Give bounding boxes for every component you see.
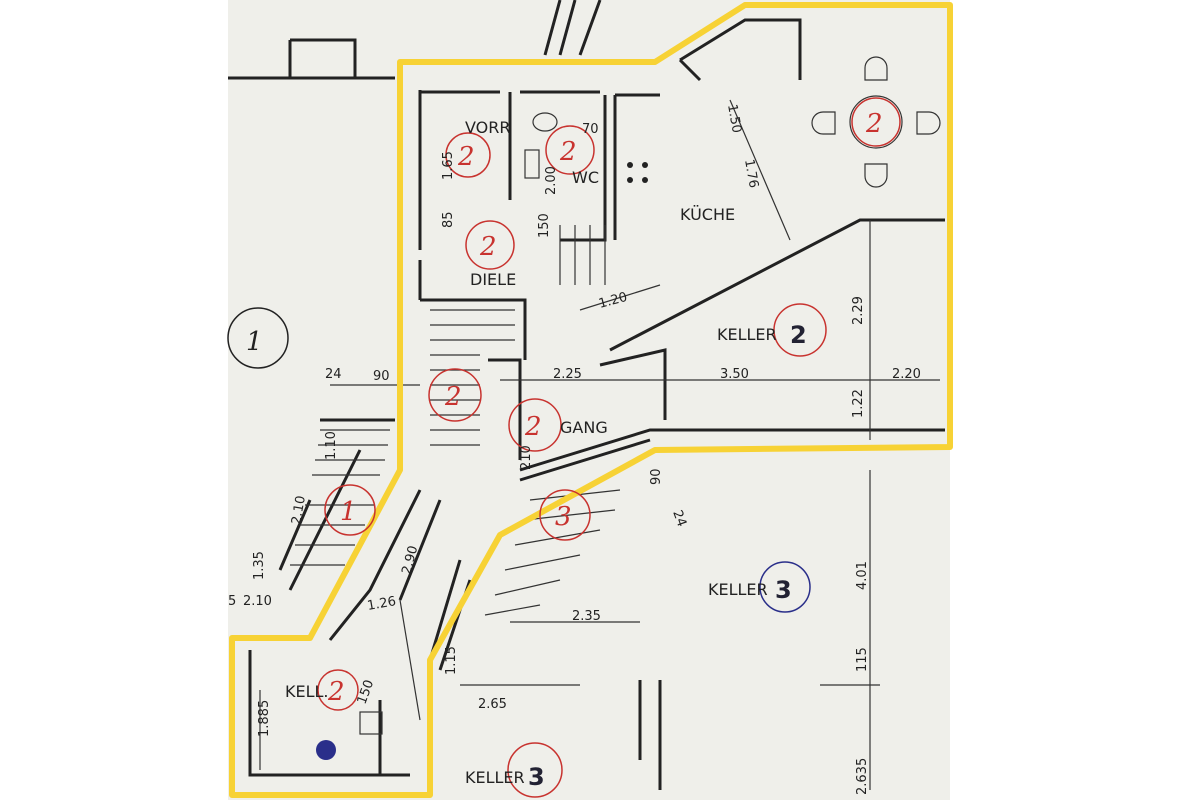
marker-vorr: 2 xyxy=(457,142,475,172)
marker-room-1: 1 xyxy=(246,327,263,357)
dimension-labels: 1.65 85 2.00 70 150 1.50 1.76 1.20 2.29 … xyxy=(228,103,921,795)
marker-diele: 2 xyxy=(479,232,497,262)
dim-label: 2.35 xyxy=(572,609,601,624)
dim-label: 115 xyxy=(855,647,870,672)
dim-label: 1.885 xyxy=(257,700,272,737)
dim-label: 2.65 xyxy=(478,697,507,712)
room-gang: GANG xyxy=(560,418,608,437)
furniture xyxy=(316,56,941,760)
dim-label: 1.50 xyxy=(724,103,744,134)
room-wc: WC xyxy=(572,168,599,187)
dim-label: 1.76 xyxy=(741,158,761,189)
dim-label: 210 xyxy=(519,445,534,470)
marker-keller2: 2 xyxy=(790,321,807,349)
dim-label: 2.90 xyxy=(399,544,421,576)
dim-label: 1.26 xyxy=(366,594,397,614)
dim-label: 2.00 xyxy=(544,166,559,195)
marker-kueche: 2 xyxy=(865,109,883,139)
dim-label: 1.22 xyxy=(851,389,866,418)
dim-label: 2.10 xyxy=(243,594,272,609)
dim-label: 1.35 xyxy=(252,551,267,580)
room-keller3-right: KELLER xyxy=(708,580,768,599)
paper-scan xyxy=(228,0,950,800)
room-labels: VORR WC KÜCHE DIELE KELLER GANG KELLER K… xyxy=(285,118,777,787)
dim-label: 70 xyxy=(582,122,599,137)
dim-label: 3.50 xyxy=(720,367,749,382)
dim-label: 24 xyxy=(325,367,342,382)
marker-stair-1: 1 xyxy=(340,497,357,527)
room-vorr: VORR xyxy=(465,118,511,137)
dim-label: 1.20 xyxy=(597,290,629,312)
dim-label: 1.15 xyxy=(444,646,459,675)
marker-keller3-bottom: 3 xyxy=(528,763,545,791)
marker-kell2: 2 xyxy=(327,677,345,707)
dim-label: 1.10 xyxy=(324,431,339,460)
dim-label: 85 xyxy=(441,211,456,228)
red-markers: 2 2 2 2 2 2 2 1 3 2 3 1 3 xyxy=(227,97,901,798)
room-kueche: KÜCHE xyxy=(680,205,735,224)
marker-stair: 2 xyxy=(444,382,462,412)
marker-keller3-right: 3 xyxy=(775,576,792,604)
dim-label: 90 xyxy=(649,468,664,485)
dim-label: 90 xyxy=(373,369,390,384)
dim-label: 2.20 xyxy=(892,367,921,382)
dim-label: 2.10 xyxy=(289,495,309,526)
dim-label: 2.29 xyxy=(851,296,866,325)
dim-label: 150 xyxy=(537,213,552,238)
dim-label: 2.25 xyxy=(553,367,582,382)
room-keller2: KELLER xyxy=(717,325,777,344)
dimension-lines xyxy=(259,99,940,790)
marker-gang: 2 xyxy=(524,412,542,442)
room-diele: DIELE xyxy=(470,270,516,289)
marker-stair-3: 3 xyxy=(555,502,572,532)
dim-label: 5 xyxy=(228,594,236,609)
room-keller3-bottom: KELLER xyxy=(465,768,525,787)
dim-label: 4.01 xyxy=(855,561,870,590)
dim-label: 2.635 xyxy=(855,758,870,795)
room-kell2: KELL. xyxy=(285,682,329,701)
highlight-outline xyxy=(229,2,953,798)
marker-wc: 2 xyxy=(559,137,577,167)
dim-label: 1.65 xyxy=(441,151,456,180)
dim-label: 24 xyxy=(669,508,689,529)
